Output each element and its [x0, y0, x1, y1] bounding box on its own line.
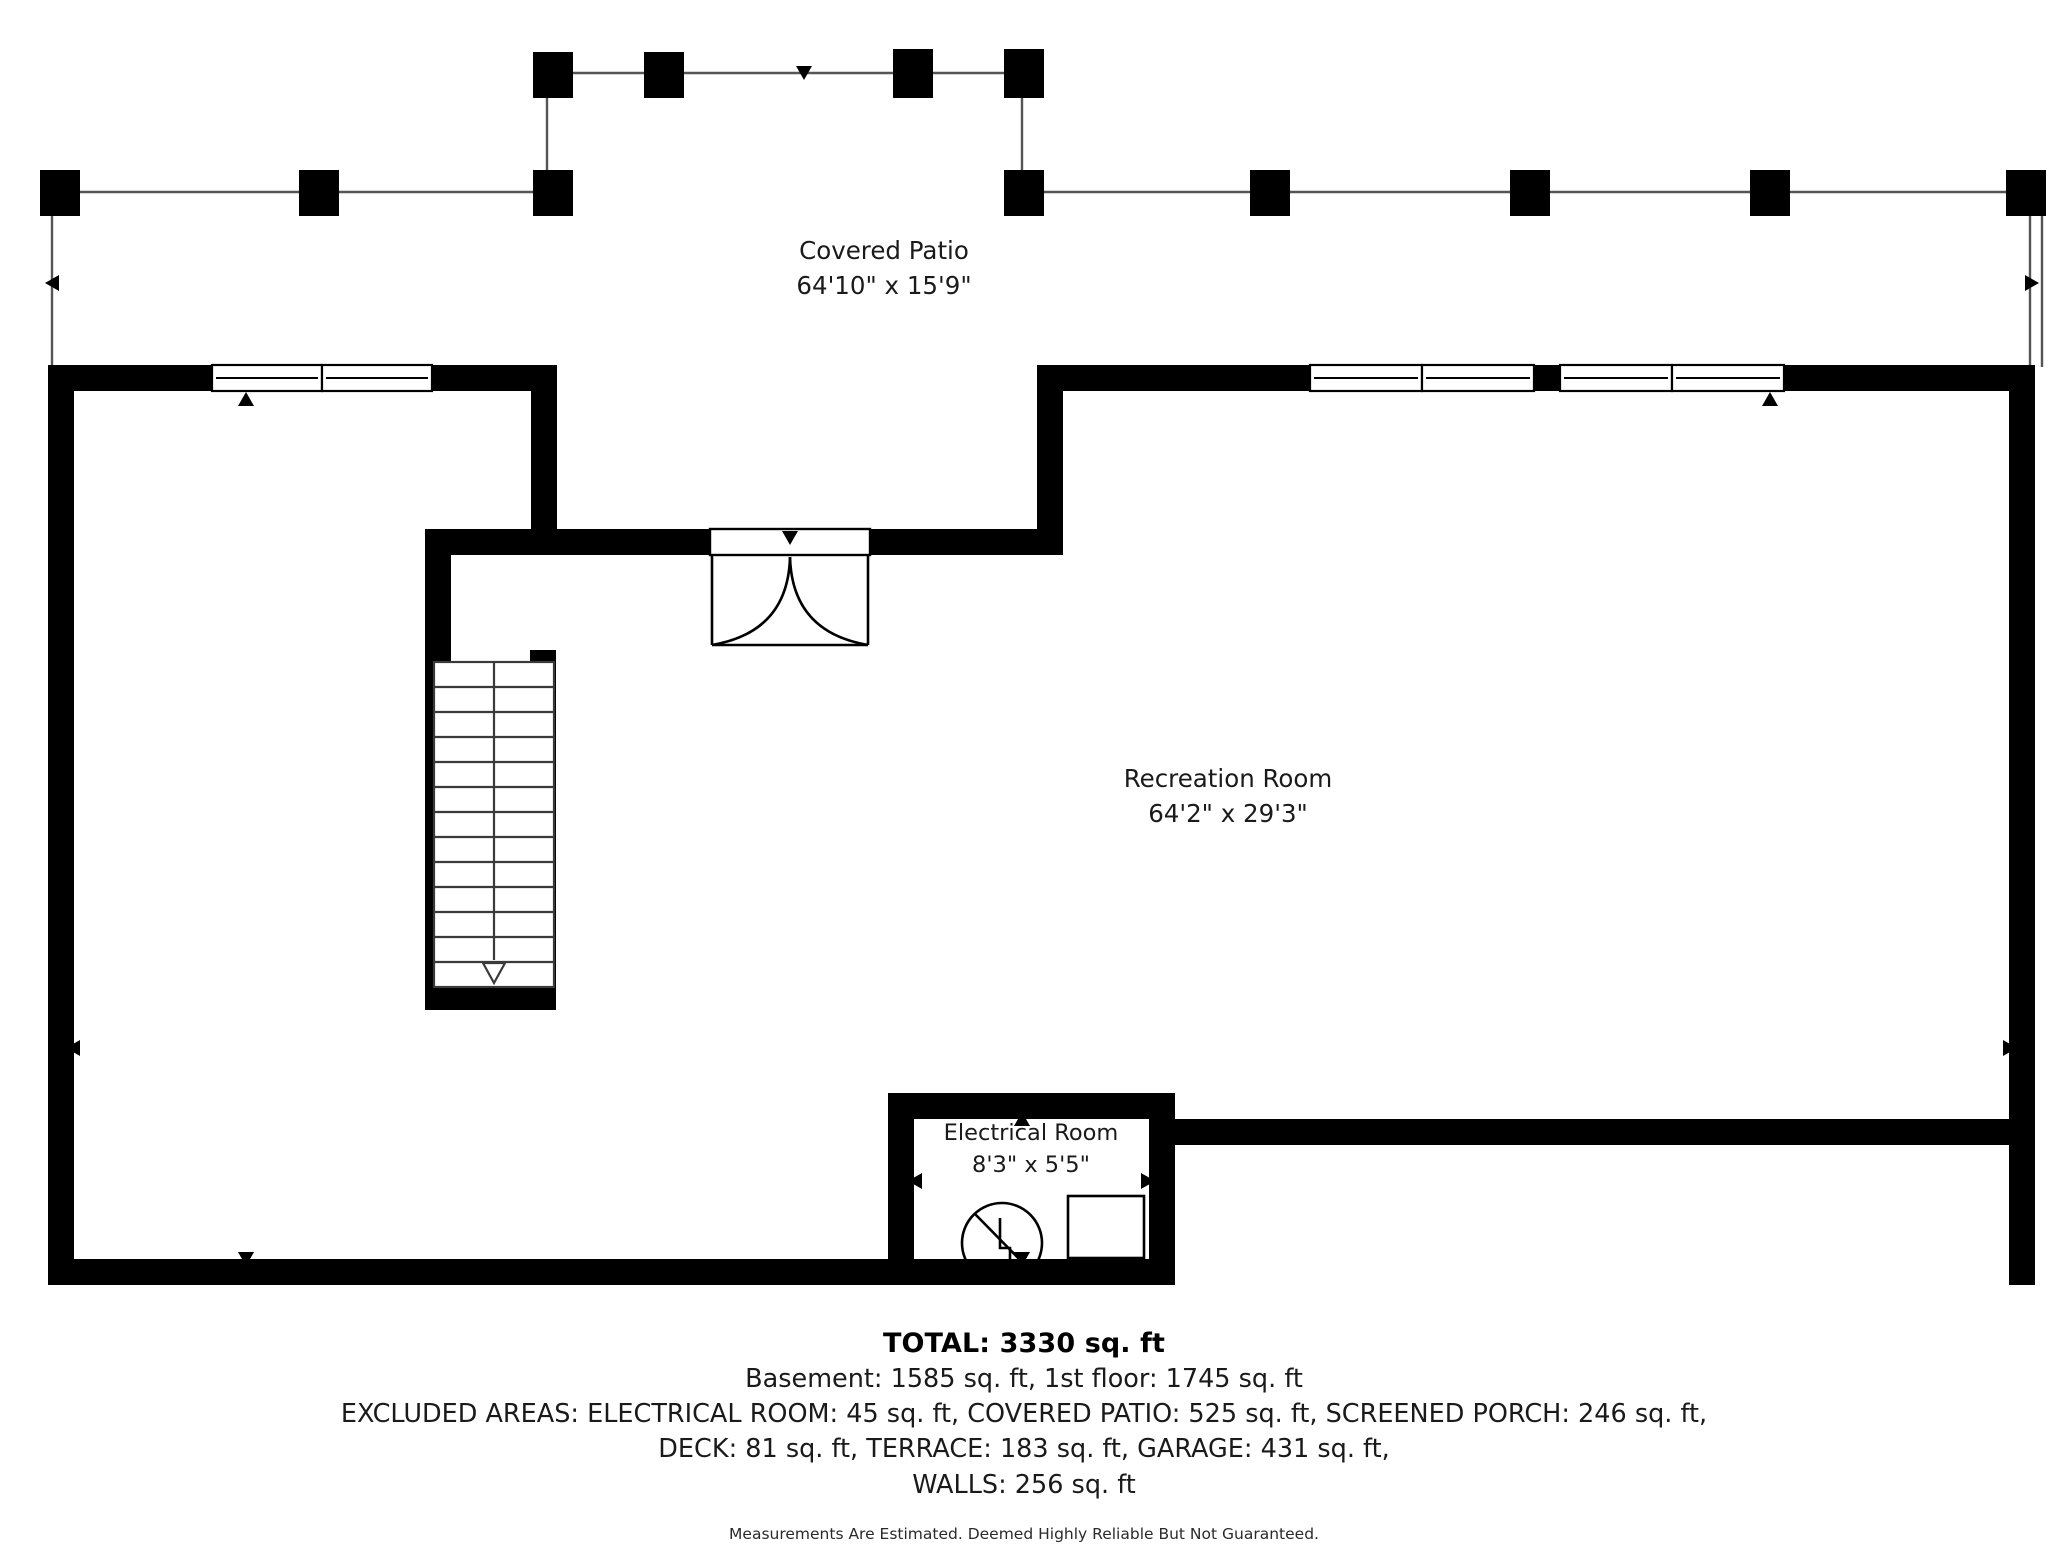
patio-column	[1510, 170, 1550, 216]
dimension-arrow-elec-left	[908, 1173, 922, 1189]
patio-column	[644, 52, 684, 98]
dimension-arrow-patio-top	[796, 66, 812, 80]
window-group-top-right-b	[1558, 363, 1786, 406]
staircase-down	[432, 660, 556, 989]
total-area-text: TOTAL: 3330 sq. ft	[882, 1328, 1166, 1359]
floor-breakdown-text: Basement: 1585 sq. ft, 1st floor: 1745 s…	[745, 1364, 1303, 1395]
stair-direction-arrow	[481, 961, 507, 986]
electrical-meter-symbol	[960, 1201, 1044, 1285]
patio-column	[299, 170, 339, 216]
interior-double-door	[708, 527, 872, 647]
dimension-arrow-window-left	[238, 392, 254, 406]
excluded-areas-line-3: WALLS: 256 sq. ft	[912, 1469, 1136, 1500]
patio-column	[2006, 170, 2046, 216]
dimension-arrow-rec-left	[66, 1040, 80, 1056]
measurement-disclaimer: Measurements Are Estimated. Deemed Highl…	[729, 1524, 1319, 1543]
dimension-arrow-door	[782, 531, 798, 545]
window-group-top-left	[210, 363, 434, 406]
electrical-room-fixtures	[908, 1112, 1155, 1285]
area-summary: TOTAL: 3330 sq. ft Basement: 1585 sq. ft…	[0, 1326, 2048, 1544]
patio-column	[893, 49, 933, 98]
dimension-arrow-elec-top	[1014, 1112, 1030, 1126]
house-walls	[48, 365, 2035, 1285]
patio-column	[1250, 170, 1290, 216]
excluded-areas-line-1: EXCLUDED AREAS: ELECTRICAL ROOM: 45 sq. …	[340, 1399, 1708, 1430]
dimension-arrow-elec-bottom	[1014, 1252, 1030, 1266]
patio-column	[533, 170, 573, 216]
electrical-panel	[1066, 1194, 1146, 1260]
dimension-arrow-patio-right	[2025, 275, 2039, 291]
excluded-areas-line-2: DECK: 81 sq. ft, TERRACE: 183 sq. ft, GA…	[658, 1434, 1390, 1465]
patio-column	[533, 52, 573, 98]
recreation-room-dimension-arrows	[66, 1040, 2017, 1266]
covered-patio-outline	[45, 66, 2044, 367]
dimension-arrow-patio-left	[45, 275, 59, 291]
patio-column	[1750, 170, 1790, 216]
dimension-arrow-window-right	[1762, 392, 1778, 406]
patio-column	[1004, 49, 1044, 98]
dimension-arrow-rec-bottom	[238, 1252, 254, 1266]
patio-columns	[40, 49, 2046, 216]
window-group-top-right-a	[1308, 363, 1536, 393]
patio-column	[1004, 170, 1044, 216]
patio-column	[40, 170, 80, 216]
dimension-arrow-elec-right	[1141, 1173, 1155, 1189]
dimension-arrow-rec-right	[2003, 1040, 2017, 1056]
